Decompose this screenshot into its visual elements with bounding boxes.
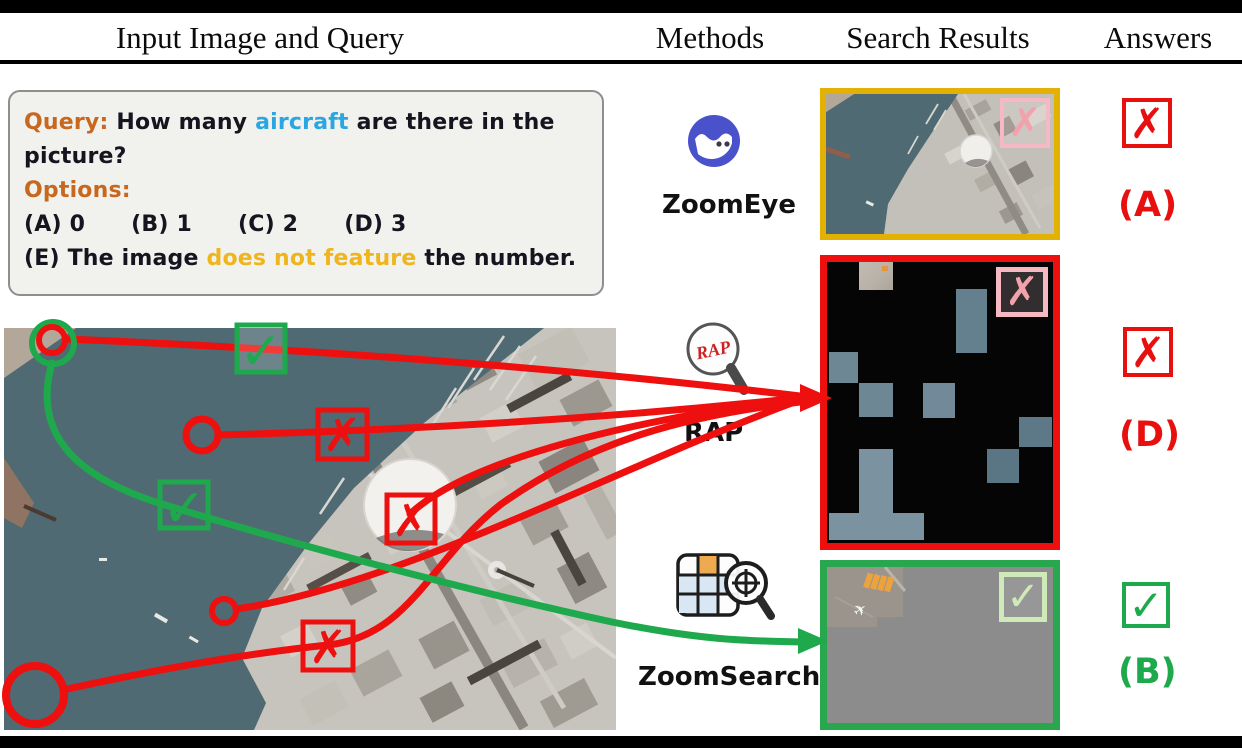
answer-mark-rap: ✗ (1123, 327, 1173, 377)
query-keyword: aircraft (255, 110, 349, 135)
option-c: (C) 2 (237, 212, 299, 237)
header-rule (0, 60, 1242, 64)
method-label-zoomeye: ZoomEye (662, 190, 797, 220)
header-input-image-query: Input Image and Query (115, 20, 405, 55)
result-image-zoomsearch: ✈ ✓ (820, 560, 1060, 730)
orange-detail-dot (881, 266, 888, 271)
option-b: (B) 1 (131, 212, 192, 237)
option-e-keyword: does not feature (206, 246, 417, 271)
rap-tile (828, 351, 859, 383)
answer-mark-zoomeye: ✗ (1122, 98, 1172, 148)
zoomeye-result-scene (826, 94, 1054, 234)
answer-mark-zoomsearch: ✓ (1122, 581, 1170, 630)
option-e-line: (E) The image does not feature the numbe… (24, 246, 577, 271)
rap-tile (858, 382, 893, 417)
rap-tile (1019, 416, 1052, 448)
rap-tile-visible-patch (858, 262, 893, 291)
method-label-zoomsearch: ZoomSearch (638, 662, 821, 692)
rap-tile (987, 448, 1020, 483)
query-line: Query: How many aircraft are there in th… (24, 110, 555, 169)
rap-wrong-mark: ✗ (996, 267, 1048, 317)
options-label-line: Options: (24, 174, 586, 208)
query-label: Query: (24, 110, 109, 135)
rap-tile (955, 288, 988, 354)
answer-label-zoomeye: (A) (1118, 185, 1178, 225)
header-search-results: Search Results (846, 20, 1030, 55)
query-box: Query: How many aircraft are there in th… (8, 90, 604, 296)
rap-tile (858, 448, 893, 514)
header-answers: Answers (1103, 20, 1213, 55)
answer-label-rap: (D) (1119, 415, 1181, 455)
options-label: Options: (24, 178, 131, 203)
result-image-zoomeye: ✗ (820, 88, 1060, 240)
satellite-input-image (4, 328, 616, 730)
zoomsearch-correct-mark: ✓ (999, 572, 1047, 622)
top-rule (0, 0, 1242, 13)
option-a: (A) 0 (24, 212, 86, 237)
result-image-rap: ✗ (820, 255, 1060, 550)
satellite-scene (4, 328, 616, 730)
zoomeye-wrong-mark: ✗ (1000, 98, 1050, 148)
option-d: (D) 3 (344, 212, 407, 237)
method-label-rap: RAP (684, 418, 744, 448)
options-line: (A) 0 (B) 1 (C) 2 (D) 3 (24, 208, 586, 242)
zoomsearch-patch-scene: ✈ (827, 567, 1053, 723)
answer-label-zoomsearch: (B) (1118, 652, 1177, 692)
rap-tile (923, 382, 955, 418)
zoomeye-whale-icon (685, 112, 743, 170)
grid-magnifier-icon (675, 552, 777, 632)
rap-tile-mosaic (827, 262, 1053, 543)
rap-tile (828, 513, 924, 541)
bottom-rule (0, 736, 1242, 748)
rap-magnifier-icon: RAP (680, 320, 760, 402)
header-methods: Methods (655, 20, 765, 55)
